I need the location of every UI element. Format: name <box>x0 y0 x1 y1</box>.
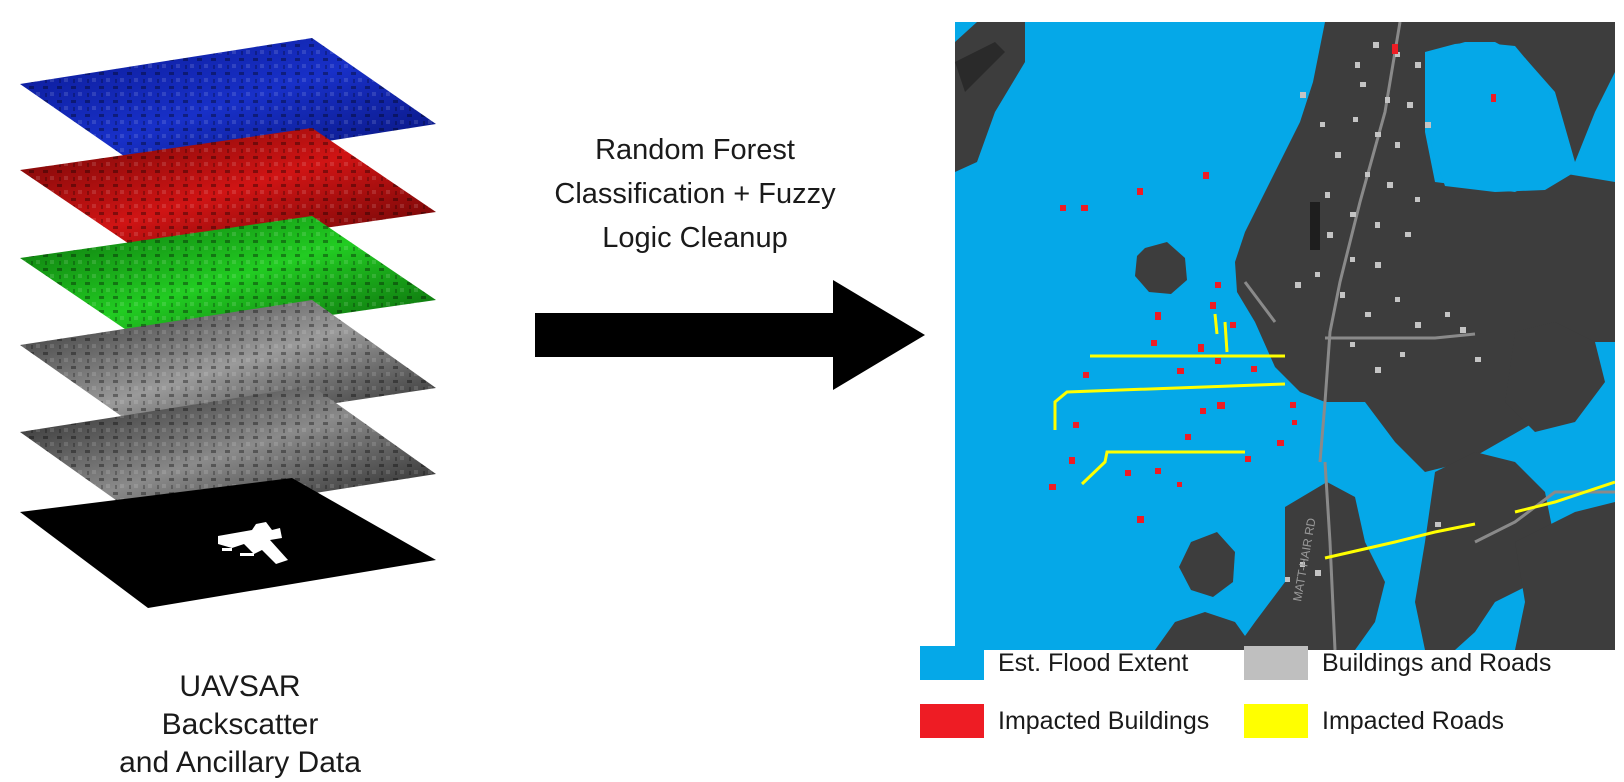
legend-impacted-roads-label: Impacted Roads <box>1322 706 1505 735</box>
legend-buildings-roads-label: Buildings and Roads <box>1322 648 1552 677</box>
legend-impacted-buildings-label: Impacted Buildings <box>998 706 1210 735</box>
gray-layer-1 <box>20 300 436 432</box>
green-layer <box>20 216 436 342</box>
method-caption-line2: Classification + Fuzzy <box>554 178 836 210</box>
method-caption: Random Forest Classification + Fuzzy Log… <box>530 128 860 260</box>
building-mask-shape <box>218 522 288 564</box>
impacted-roads-swatch <box>1244 704 1308 738</box>
stack-caption-line2: and Ancillary Data <box>119 746 361 779</box>
dark-building <box>1310 202 1320 250</box>
gray-layer-2 <box>20 386 436 520</box>
impacted-buildings-swatch <box>920 704 984 738</box>
red-layer <box>20 128 436 254</box>
inland-lake <box>1425 42 1575 192</box>
buildings <box>1285 42 1481 582</box>
legend-buildings-roads: Buildings and Roads <box>1244 645 1551 681</box>
buildings-roads-swatch <box>1244 646 1308 680</box>
legend-flood: Est. Flood Extent <box>920 645 1188 681</box>
stack-caption-line1: UAVSAR Backscatter <box>161 670 319 741</box>
flood-map: MATT-HAIR RD <box>955 22 1615 650</box>
mask-layer <box>20 478 436 608</box>
legend-impacted-buildings: Impacted Buildings <box>920 703 1209 739</box>
flood-swatch <box>920 646 984 680</box>
legend-impacted-roads: Impacted Roads <box>1244 703 1504 739</box>
blue-layer <box>20 38 436 170</box>
land-areas <box>955 22 1615 650</box>
impacted-roads <box>1053 313 1615 560</box>
stack-caption: UAVSAR Backscatter and Ancillary Data <box>100 668 380 782</box>
impacted-buildings <box>1049 44 1496 523</box>
legend-flood-label: Est. Flood Extent <box>998 648 1189 677</box>
right-arrow-icon <box>535 280 925 390</box>
method-caption-line1: Random Forest <box>595 134 795 166</box>
method-caption-line3: Logic Cleanup <box>602 222 788 254</box>
layer-stack <box>20 38 436 608</box>
